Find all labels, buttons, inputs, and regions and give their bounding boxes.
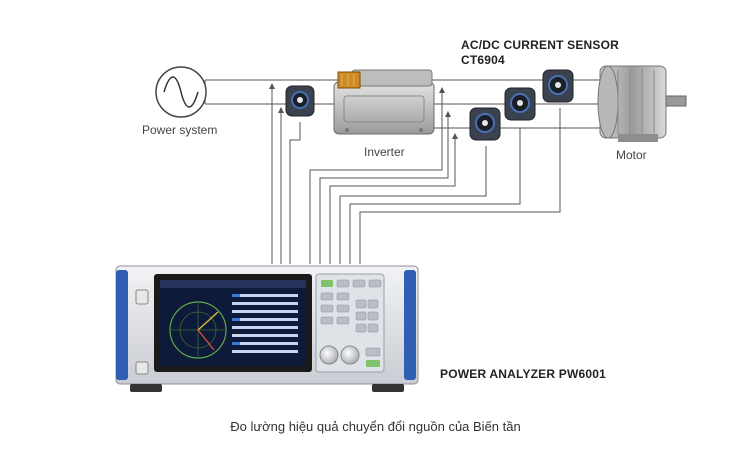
sensor-model-label: CT6904 — [461, 53, 505, 67]
power-system-source — [155, 66, 207, 118]
current-sensor-2 — [469, 107, 501, 141]
analyzer-label: POWER ANALYZER PW6001 — [440, 367, 607, 381]
motor-label: Motor — [616, 148, 647, 162]
knob-right — [340, 345, 360, 365]
figure-caption: Đo lường hiệu quả chuyển đổi nguồn của B… — [230, 419, 521, 434]
current-sensor-3 — [504, 87, 536, 121]
inverter-label: Inverter — [364, 145, 405, 159]
current-sensor-4 — [542, 69, 574, 103]
sensor-title-label: AC/DC CURRENT SENSOR — [461, 38, 620, 52]
green-button — [321, 280, 333, 287]
motor-device — [597, 65, 687, 142]
measurement-leads — [269, 83, 561, 264]
current-sensor-1 — [285, 85, 315, 117]
inverter-device — [333, 69, 435, 135]
sine-wave-icon — [163, 76, 199, 108]
power-analyzer-device — [115, 265, 419, 392]
power-system-label: Power system — [142, 123, 218, 137]
knob-left — [319, 345, 339, 365]
